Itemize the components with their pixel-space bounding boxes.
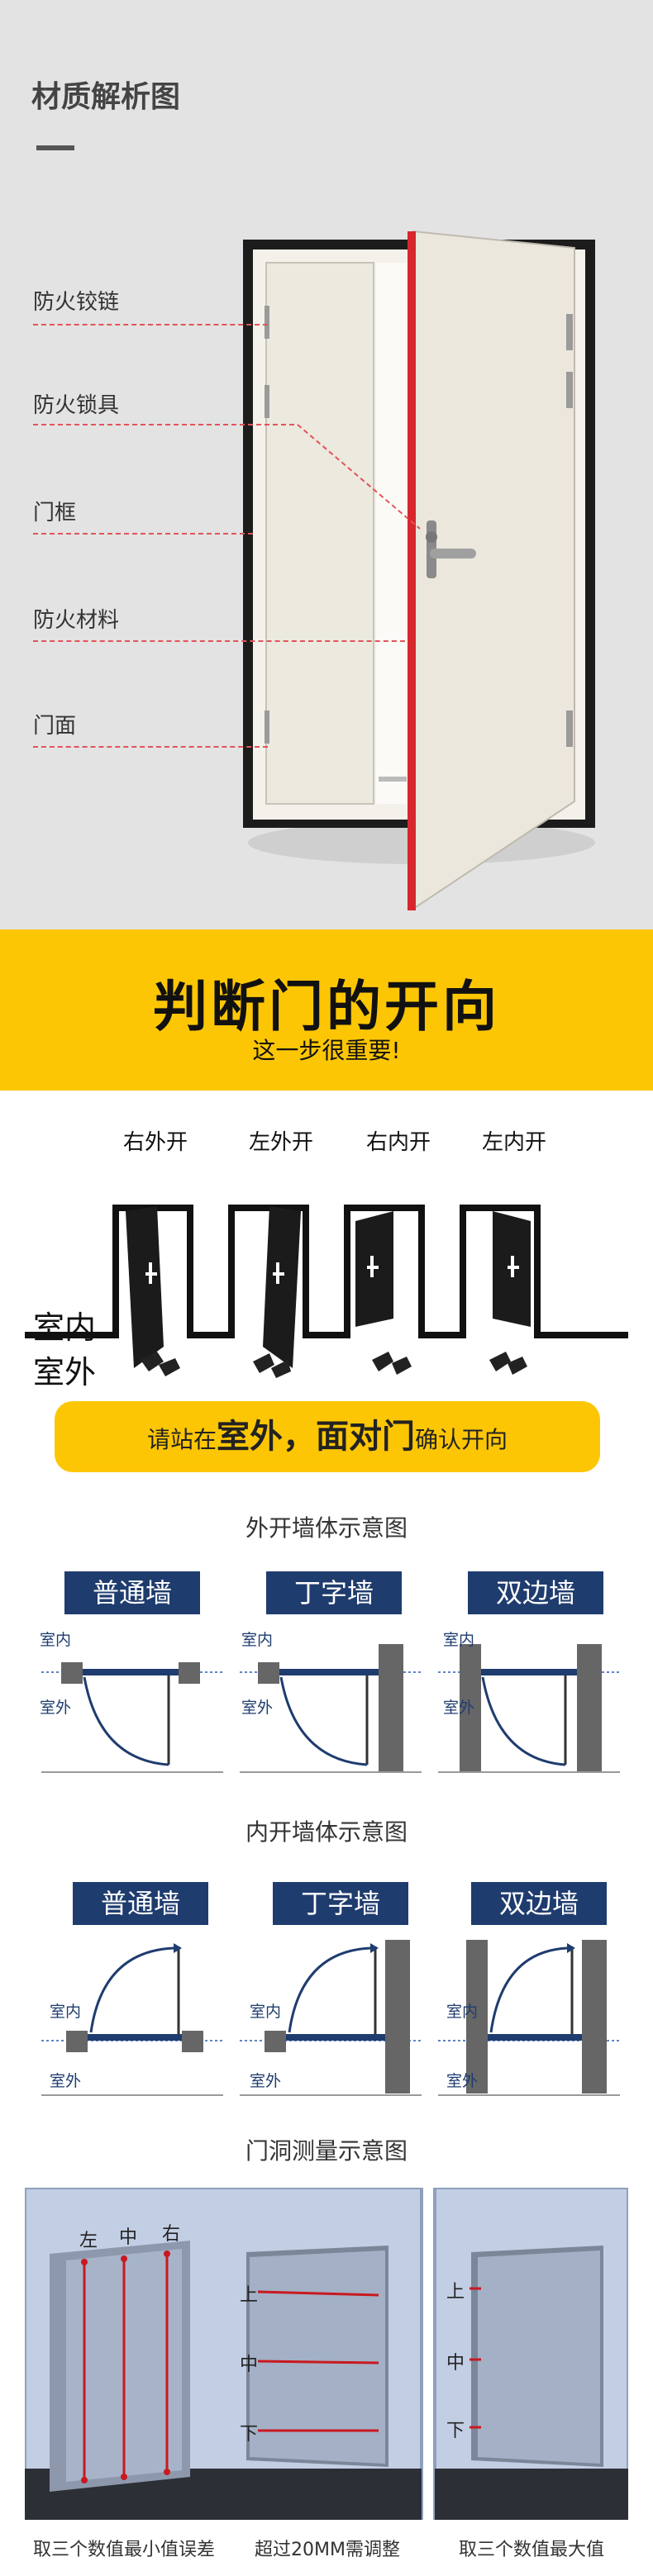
tip-face-door: 面对门 (316, 1418, 415, 1456)
inward-wall-normal: 普通墙 (73, 1882, 208, 1925)
outward-outdoor-2: 室外 (241, 1699, 274, 1717)
outward-wall-double: 双边墙 (468, 1571, 603, 1614)
label-fire-lock: 防火锁具 (33, 393, 120, 418)
inward-outdoor-3: 室外 (446, 2072, 479, 2090)
inward-wall-diagrams (41, 1940, 620, 2096)
tip-sep: ， (283, 1418, 316, 1456)
dir-label-right-out: 右外开 (122, 1130, 188, 1155)
tip-outside: 室外 (217, 1418, 283, 1456)
tip-pre: 请站在 (146, 1426, 217, 1453)
material-title: 材质解析图 (31, 80, 181, 114)
banner-subtitle: 这一步很重要! (252, 1037, 401, 1064)
indoor-label: 室内 (33, 1309, 97, 1346)
measure-diagrams (25, 2188, 628, 2520)
leader-line (33, 533, 253, 535)
inward-outdoor-1: 室外 (50, 2072, 82, 2090)
mark-mid: 中 (240, 2355, 259, 2375)
label-door-face: 门面 (33, 714, 77, 739)
caption-min: 取三个数值最小值误差 (32, 2540, 215, 2560)
label-fire-hinge: 防火铰链 (33, 290, 120, 315)
inward-outdoor-2: 室外 (250, 2072, 282, 2090)
mark-bottom-2: 下 (446, 2421, 465, 2441)
outdoor-label: 室外 (33, 1354, 97, 1390)
inward-indoor-1: 室内 (50, 2003, 82, 2021)
mark-top-2: 上 (446, 2282, 465, 2303)
label-door-frame: 门框 (33, 501, 77, 525)
leader-line (33, 424, 421, 530)
leader-line (33, 746, 268, 748)
door-illustration (243, 230, 595, 910)
outward-outdoor-3: 室外 (443, 1699, 475, 1717)
banner-title: 判断门的开向 (153, 975, 500, 1038)
dir-label-left-in: 左内开 (481, 1130, 546, 1155)
leader-line (33, 324, 268, 326)
leader-line (33, 640, 405, 642)
mark-middle: 中 (119, 2227, 138, 2248)
outward-title: 外开墙体示意图 (245, 1514, 408, 1542)
title-underline (36, 145, 74, 150)
measure-title: 门洞测量示意图 (245, 2137, 408, 2165)
mark-mid-2: 中 (446, 2353, 465, 2374)
outward-indoor-2: 室内 (241, 1631, 274, 1649)
mark-left: 左 (79, 2231, 98, 2251)
tip-pill: 请站在室外，面对门确认开向 (55, 1401, 600, 1472)
inward-wall-t: 丁字墙 (273, 1882, 408, 1925)
mark-bottom: 下 (240, 2424, 259, 2445)
inward-indoor-2: 室内 (250, 2003, 282, 2021)
caption-adjust: 超过20MM需调整 (255, 2540, 400, 2560)
label-fire-material: 防火材料 (33, 608, 120, 633)
outward-indoor-1: 室内 (40, 1631, 72, 1649)
inward-title: 内开墙体示意图 (245, 1818, 408, 1846)
mark-right: 右 (162, 2224, 181, 2245)
inward-indoor-3: 室内 (446, 2003, 479, 2021)
banner (0, 929, 653, 1091)
mark-top: 上 (240, 2285, 259, 2306)
outward-wall-diagrams (41, 1644, 620, 1773)
outward-outdoor-1: 室外 (40, 1699, 72, 1717)
dir-label-right-in: 右内开 (365, 1130, 431, 1155)
door-direction-diagram (25, 1205, 628, 1378)
caption-max: 取三个数值最大值 (458, 2540, 604, 2560)
outward-wall-normal: 普通墙 (64, 1571, 200, 1614)
inward-wall-double: 双边墙 (471, 1882, 607, 1925)
dir-label-left-out: 左外开 (248, 1130, 313, 1155)
tip-post: 确认开向 (415, 1426, 508, 1453)
outward-wall-t: 丁字墙 (266, 1571, 402, 1614)
outward-indoor-3: 室内 (443, 1631, 475, 1649)
